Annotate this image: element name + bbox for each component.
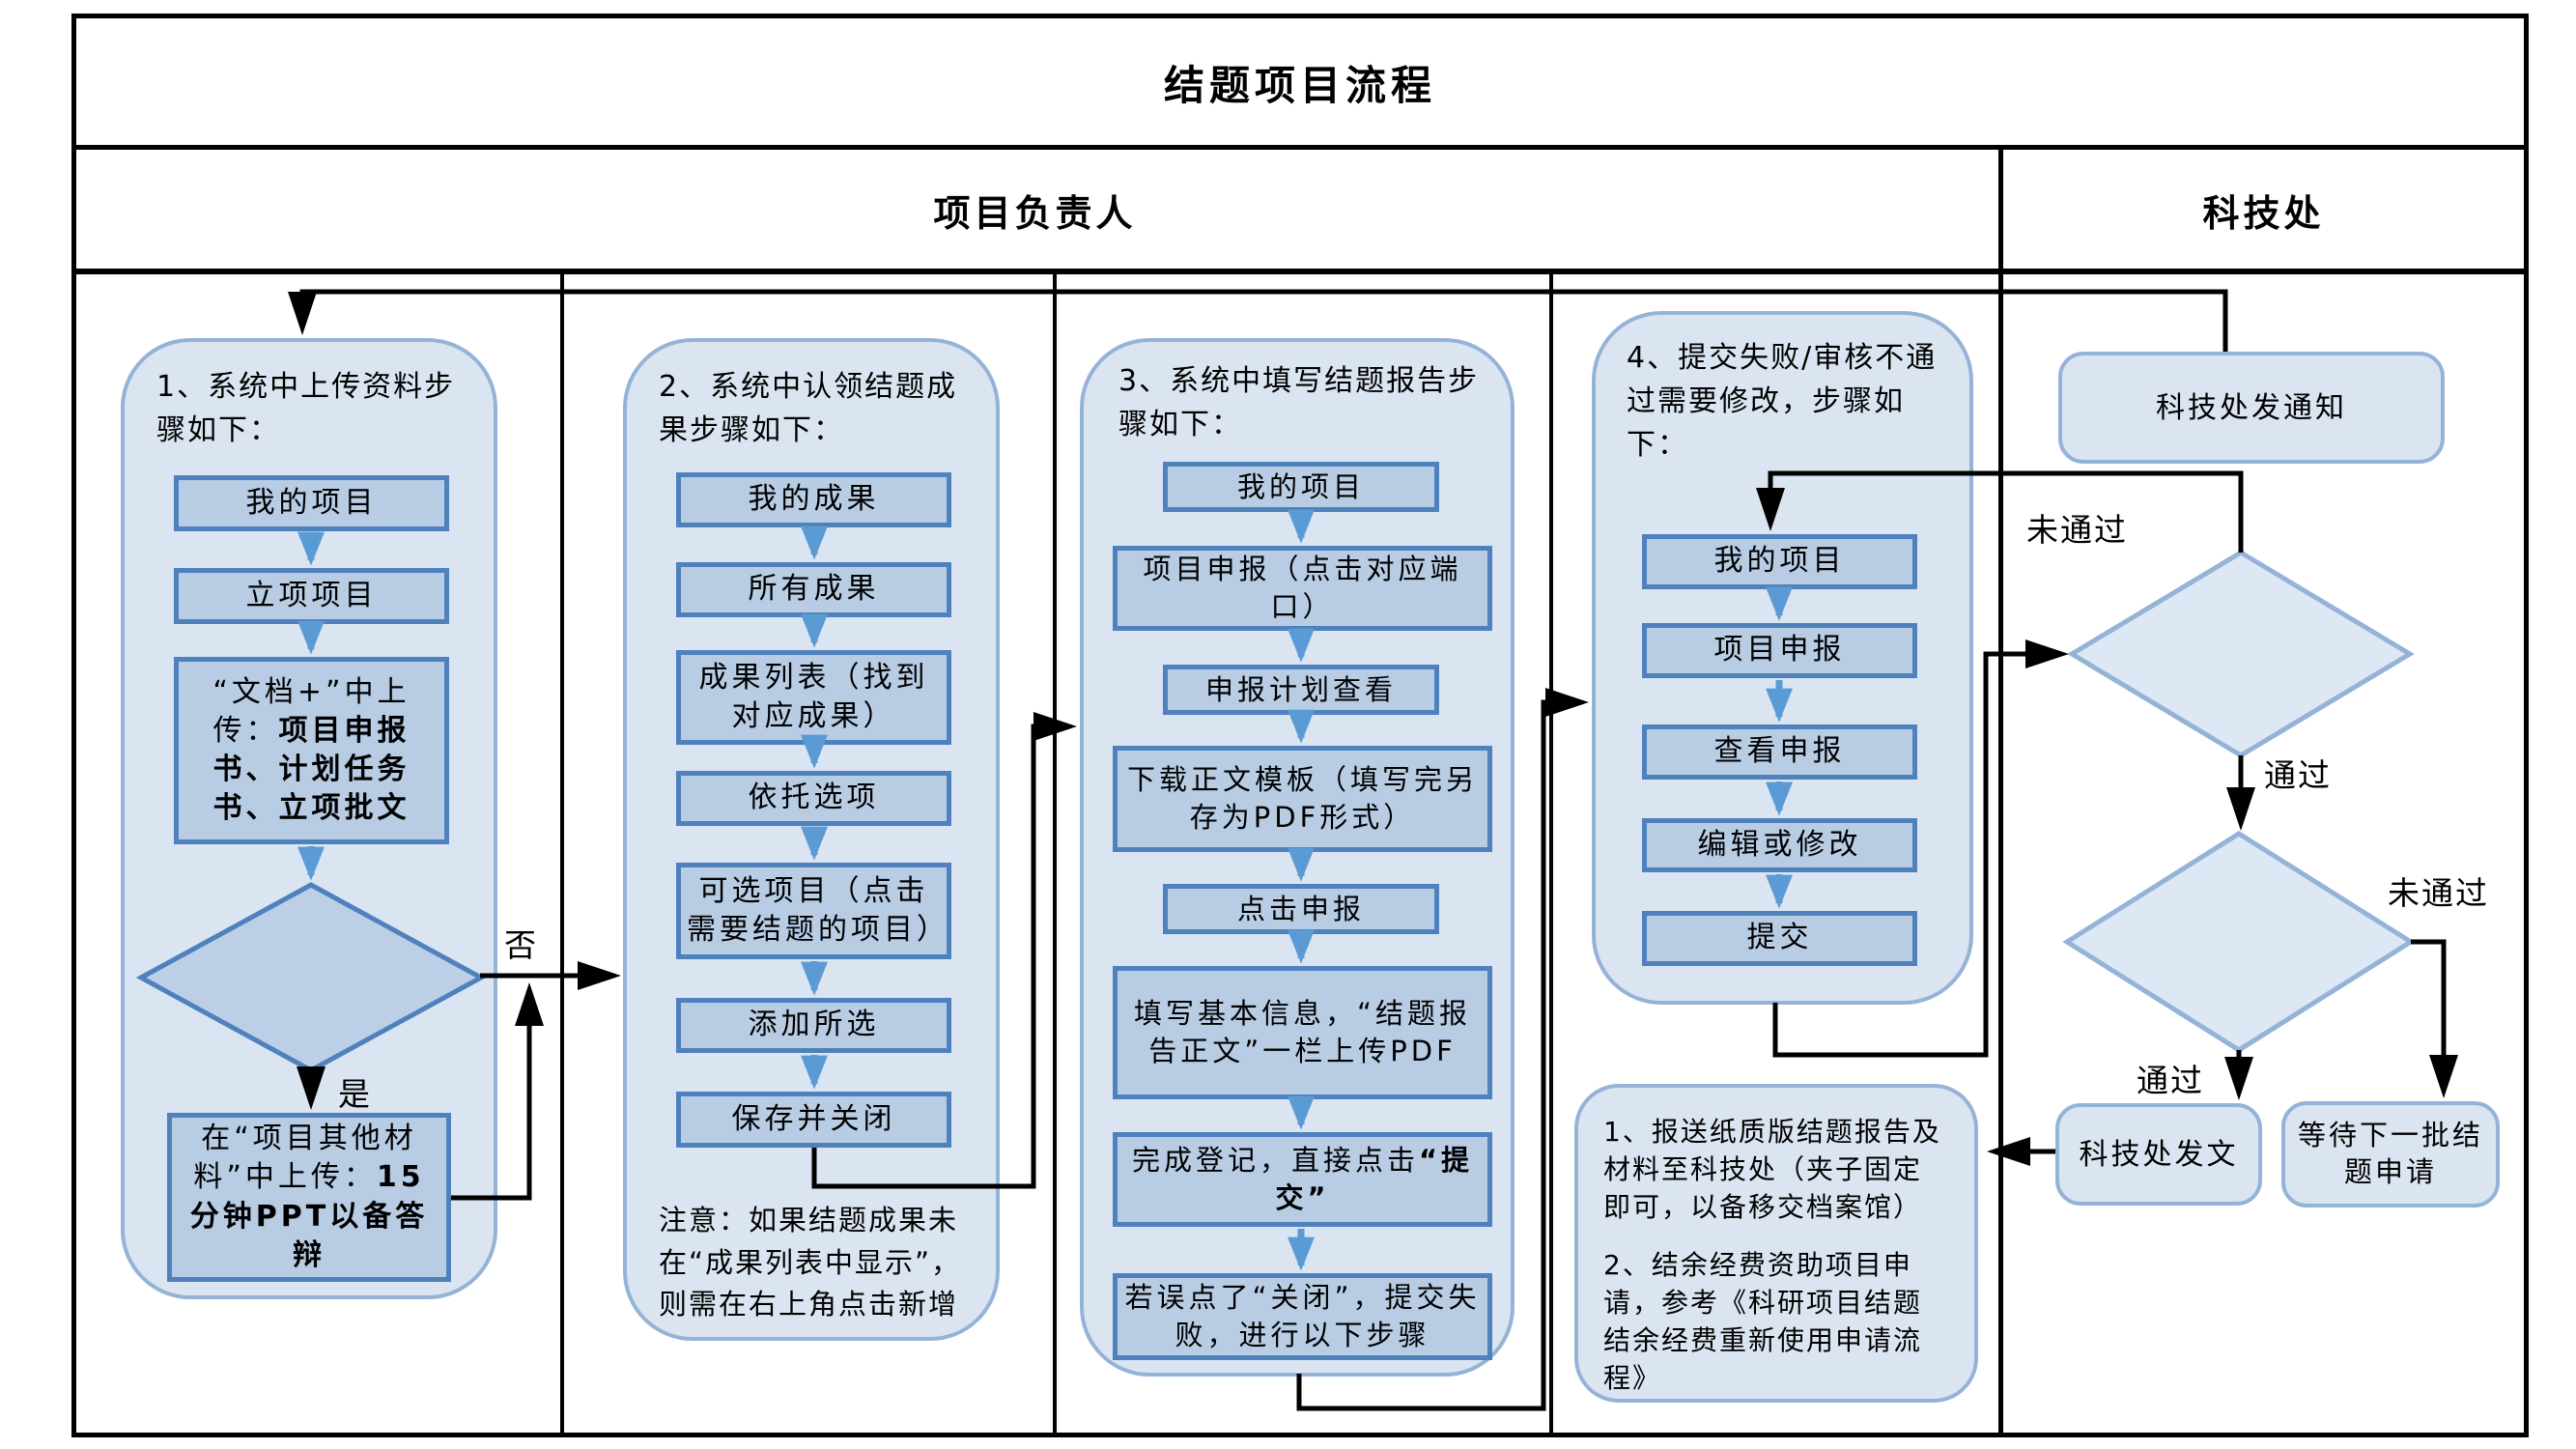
group-step2-header: 2、系统中认领结题成果步骤如下： [659,370,958,447]
step-my-achievements: 我的成果 [676,472,951,527]
label-fail-top: 未通过 [2026,511,2128,549]
step-finish-register-pre: 完成登记，直接点击 [1131,1144,1419,1178]
step-fill-basic-info: 填写基本信息，“结题报告正文”一栏上传PDF [1113,966,1492,1099]
step-upload-documents-bold: 项目申报书、计划任务书、立项批文 [212,713,410,826]
group-step4-header: 4、提交失败/审核不通过需要修改，步骤如下： [1627,341,1938,462]
step-upload-documents: “文档+”中上传：项目申报书、计划任务书、立项批文 [174,657,449,844]
lane-title-project-leader: 项目负责人 [933,192,1137,235]
label-no: 否 [504,926,538,964]
table-title-divider [71,145,2529,150]
label-yes: 是 [338,1075,372,1113]
node-tech-office-notice: 科技处发通知 [2058,352,2445,464]
page-title: 结题项目流程 [1163,62,1436,109]
step-achievement-list: 成果列表（找到对应成果） [676,650,951,745]
table-border-top [71,14,2529,18]
step-edit-or-modify: 编辑或修改 [1642,818,1917,872]
step-relied-option: 依托选项 [676,771,951,826]
column-divider-1 [560,269,564,1437]
label-pass-2: 通过 [2137,1062,2204,1099]
group-step3-header: 3、系统中填写结题报告步骤如下： [1118,364,1480,441]
decision-expert-review-label: 组织专家评审 [2159,906,2319,978]
step-wrong-close-warning: 若误点了“关闭”，提交失败，进行以下步骤 [1113,1273,1492,1360]
step-finish-register-submit: 完成登记，直接点击“提交” [1113,1132,1492,1227]
step-add-selected: 添加所选 [676,998,951,1053]
table-border-right [2524,14,2529,1437]
step-save-and-close: 保存并关闭 [676,1092,951,1148]
lane-title-tech-office: 科技处 [2202,192,2325,235]
decision-system-review-label: 系统审核 [2177,637,2305,671]
note-paper-report: 1、报送纸质版结题报告及材料至科技处（夹子固定即可，以备移交档案馆） 2、结余经… [1574,1084,1978,1403]
label-fail-2: 未通过 [2388,874,2489,912]
note-paper-report-item1: 1、报送纸质版结题报告及材料至科技处（夹子固定即可，以备移交档案馆） [1603,1116,1941,1224]
lane-divider [1998,145,2003,1437]
table-border-bottom [71,1433,2529,1437]
step-view-declare-plan: 申报计划查看 [1163,665,1439,715]
step-all-achievements: 所有成果 [676,562,951,617]
step-my-projects-3: 我的项目 [1163,462,1439,512]
connector-expert-review-fail [2411,939,2458,1099]
step-upload-ppt-bold: 15分钟PPT以备答辩 [189,1160,429,1272]
step-selectable-projects: 可选项目（点击需要结题的项目） [676,863,951,959]
table-header-divider [71,269,2529,274]
step-project-declare-4: 项目申报 [1642,623,1917,678]
column-divider-2 [1053,269,1057,1437]
step-project-declare-port: 项目申报（点击对应端口） [1113,546,1492,631]
step-submit: 提交 [1642,911,1917,966]
step-click-declare: 点击申报 [1163,884,1439,934]
note-paper-report-item2: 2、结余经费资助项目申请，参考《科研项目结题结余经费重新使用申请流程》 [1603,1248,1923,1395]
group-step1-header: 1、系统中上传资料步骤如下： [156,370,456,447]
node-wait-next-batch: 等待下一批结题申请 [2281,1101,2500,1208]
decision-major-project-label: 重大项目 [247,960,375,995]
group-step2-note: 注意：如果结题成果未在“成果列表中显示”，则需在右上角点击新增 [659,1204,962,1321]
step-view-declare: 查看申报 [1642,724,1917,780]
step-approved-projects: 立项项目 [174,568,449,624]
step-upload-ppt-pre: 在“项目其他材料”中上传： [193,1122,417,1195]
column-divider-3 [1549,269,1553,1437]
table-border-left [71,14,76,1437]
step-download-template: 下载正文模板（填写完另存为PDF形式） [1113,746,1492,852]
label-pass-1: 通过 [2264,756,2332,794]
step-my-projects-4: 我的项目 [1642,534,1917,589]
node-tech-office-issue: 科技处发文 [2055,1103,2262,1206]
step-upload-ppt: 在“项目其他材料”中上传：15分钟PPT以备答辩 [167,1113,451,1282]
step-my-projects-1: 我的项目 [174,475,449,531]
step-upload-documents-pre: “文档+”中上传： [212,674,410,748]
